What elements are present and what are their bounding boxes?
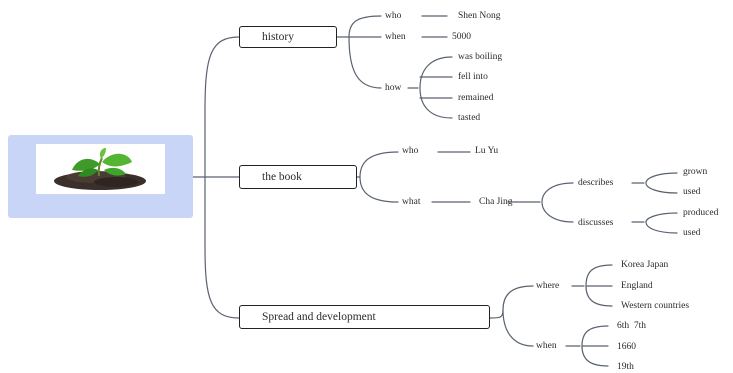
how-item[interactable]: tasted <box>458 113 481 123</box>
history-node[interactable]: history <box>239 26 337 48</box>
when-item[interactable]: 6th 7th <box>617 321 647 331</box>
discusses-item[interactable]: produced <box>683 208 719 218</box>
root-node[interactable] <box>8 135 193 218</box>
the-book-node[interactable]: the book <box>239 165 357 189</box>
describes-item[interactable]: grown <box>683 167 708 177</box>
where-item[interactable]: England <box>621 281 653 291</box>
book-who-node[interactable]: who <box>402 146 419 156</box>
spread-when-node[interactable]: when <box>536 341 557 351</box>
where-item[interactable]: Western countries <box>621 301 690 311</box>
book-who-value[interactable]: Lu Yu <box>475 146 499 156</box>
where-item[interactable]: Korea Japan <box>621 260 669 270</box>
how-item[interactable]: fell into <box>458 72 488 82</box>
history-who-value[interactable]: Shen Nong <box>458 11 501 21</box>
spread-development-node[interactable]: Spread and development <box>239 305 490 329</box>
history-when-node[interactable]: when <box>385 32 406 42</box>
history-how-node[interactable]: how <box>385 83 402 93</box>
tea-plant-icon <box>54 148 146 190</box>
book-what-node[interactable]: what <box>402 197 421 207</box>
how-item[interactable]: remained <box>458 93 494 103</box>
when-item[interactable]: 19th <box>617 362 634 372</box>
describes-item[interactable]: used <box>683 187 701 197</box>
tea-plant-image <box>36 144 165 194</box>
describes-node[interactable]: describes <box>578 178 614 188</box>
how-item[interactable]: was boiling <box>458 52 503 62</box>
cha-jing-node[interactable]: Cha Jing <box>479 197 513 207</box>
discusses-node[interactable]: discusses <box>578 218 614 228</box>
discusses-item[interactable]: used <box>683 228 701 238</box>
when-item[interactable]: 1660 <box>617 342 636 352</box>
history-when-value[interactable]: 5000 <box>452 32 471 42</box>
history-who-node[interactable]: who <box>385 11 402 21</box>
spread-where-node[interactable]: where <box>536 281 560 291</box>
